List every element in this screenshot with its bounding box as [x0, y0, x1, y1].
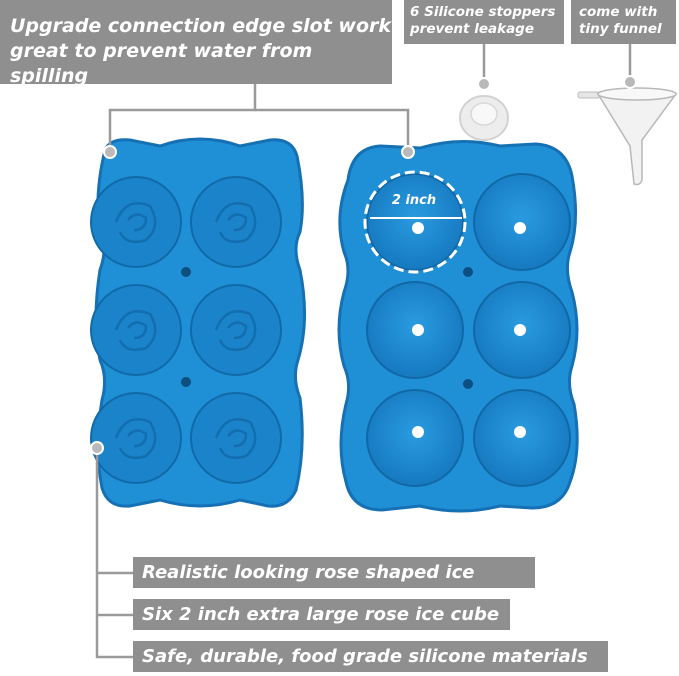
diameter-label: 2 inch [391, 193, 437, 208]
funnel [577, 87, 678, 186]
silicone-stopper [459, 95, 509, 141]
feature-material: Safe, durable, food grade silicone mater… [133, 641, 608, 672]
rose-tray-left [90, 137, 306, 508]
funnel-callout: come with tiny funnel [571, 0, 676, 44]
edge-slot-line-1: Upgrade connection edge slot work [10, 15, 392, 37]
callout-dots [90, 75, 637, 455]
edge-slot-callout: Upgrade connection edge slot work great … [0, 0, 392, 87]
funnel-line-1: come with [579, 4, 658, 20]
sphere-tray-right [337, 140, 579, 513]
feature-rose-shape: Realistic looking rose shaped ice cubes [133, 557, 535, 614]
feature-size: Six 2 inch extra large rose ice cube [133, 599, 510, 630]
stoppers-line-2: prevent leakage [410, 21, 534, 37]
edge-slot-line-2: great to prevent water from spilling [10, 40, 313, 87]
funnel-line-2: tiny funnel [579, 21, 662, 37]
stoppers-line-1: 6 Silicone stoppers [410, 4, 556, 20]
stoppers-callout: 6 Silicone stoppers prevent leakage [404, 0, 564, 44]
